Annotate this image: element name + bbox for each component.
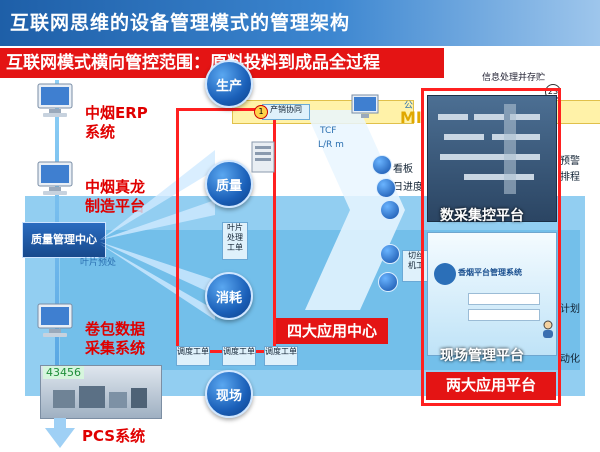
center-field[interactable]: 现场 (205, 370, 253, 418)
right-auto-caption: 动化 (560, 354, 580, 365)
machine-row-number: 43456 (43, 366, 84, 379)
info-process-caption: 信息处理并存贮 (482, 73, 546, 83)
machine-icon (53, 386, 147, 408)
right-plan-caption: 排程 (560, 172, 580, 183)
node-cut: 切丝 机工 (402, 250, 430, 282)
two-app-platform-label: 两大应用平台 (426, 372, 556, 400)
node-proc-text: 处理 (227, 233, 243, 242)
node-leaf-text: 叶片 (227, 223, 243, 232)
mi-caption: MI (400, 108, 422, 127)
right-sys-caption: 计划 (560, 304, 580, 315)
field-platform-label: 现场管理平台 (440, 348, 524, 364)
node-work-text: 工单 (227, 243, 243, 252)
field-platform-screenshot: 香烟平台管理系统 (427, 232, 557, 356)
tcp-caption: TCF (320, 126, 337, 136)
daily-caption: 日进度 (393, 182, 423, 193)
field-system-title: 香烟平台管理系统 (458, 268, 522, 277)
right-pre-caption: 预警 (560, 156, 580, 167)
flow-dot-4 (380, 244, 400, 264)
center-quality[interactable]: 质量 (205, 160, 253, 208)
mes-system-label: 中烟真龙 制造平台 (85, 178, 145, 216)
lr-caption: L/R m (318, 140, 344, 150)
collect-label-line2: 采集系统 (85, 339, 146, 357)
node-dispatch-3: 调度工单 (264, 346, 298, 366)
machine-row-image: 43456 (40, 365, 162, 419)
center-production[interactable]: 生产 (205, 60, 253, 108)
quality-center-box: 质量管理中心 (22, 222, 106, 258)
erp-system-label: 中烟ERP 系统 (85, 104, 148, 142)
mes-computer-icon (35, 158, 75, 202)
pcs-system-label: PCS系统 (82, 427, 146, 445)
person-icon (540, 320, 556, 342)
collect-system-label: 卷包数据 采集系统 (85, 320, 145, 358)
gong-caption: 公 (404, 101, 414, 111)
center-consumption[interactable]: 消耗 (205, 272, 253, 320)
schedule-caption: 看板 (393, 164, 413, 175)
leaf-preprocess-caption: 叶片预处 (80, 258, 117, 268)
erp-computer-icon (35, 80, 75, 124)
two-platforms-frame (421, 88, 561, 406)
field-input-box[interactable] (468, 293, 540, 305)
flow-dot-2 (376, 178, 396, 198)
mes-label-line1: 中烟真龙 (85, 178, 146, 196)
connector-rays (100, 150, 215, 320)
node-coord: 产销协同 (262, 104, 310, 120)
collect-label-line1: 卷包数据 (85, 320, 146, 338)
title-bar (0, 0, 600, 46)
yellow-strip-2 (555, 100, 600, 124)
data-platform-screenshot (427, 95, 557, 222)
field-logo-icon (434, 263, 456, 285)
monitor-icon (350, 92, 380, 126)
flow-dot-1 (372, 155, 392, 175)
node-dispatch-2: 调度工单 (222, 346, 256, 366)
node-leaf-proc: 叶片 处理 工单 (222, 222, 248, 260)
flow-dot-5 (378, 272, 398, 292)
field-input-box-2[interactable] (468, 309, 540, 321)
mes-label-line2: 制造平台 (85, 197, 146, 215)
step-marker-1: 1 (254, 105, 268, 119)
server-icon (250, 140, 276, 178)
erp-label-line1: 中烟ERP (85, 104, 148, 122)
production-line-diagram (438, 104, 540, 194)
page-title: 互联网思维的设备管理模式的管理架构 (10, 12, 351, 34)
flow-dot-3 (380, 200, 400, 220)
erp-label-line2: 系统 (85, 123, 116, 141)
arrow-down-icon (40, 418, 80, 452)
node-dispatch-1: 调度工单 (176, 346, 210, 366)
data-platform-label: 数采集控平台 (440, 208, 524, 224)
node-machine-text: 机工 (408, 261, 424, 270)
node-cut-text: 切丝 (408, 251, 424, 260)
four-app-center-label: 四大应用中心 (276, 318, 388, 344)
collect-computer-icon (35, 300, 75, 344)
